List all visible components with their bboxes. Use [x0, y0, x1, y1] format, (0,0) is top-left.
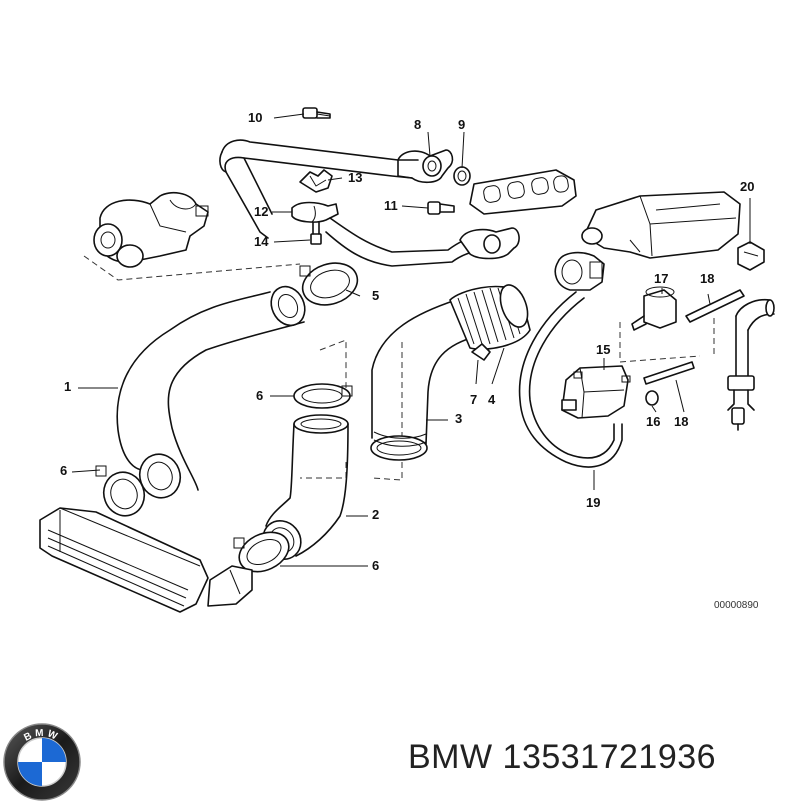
callout-4: 4: [488, 392, 496, 407]
callout-18-upper: 18: [700, 271, 715, 286]
callout-7: 7: [470, 392, 478, 407]
vacuum-hose-19: [518, 291, 623, 468]
callout-10: 10: [248, 110, 263, 125]
callout-18-lower: 18: [674, 414, 689, 429]
grommet-16: [645, 390, 659, 406]
callout-6-middle: 6: [256, 388, 264, 403]
clamp-6-upper: [95, 465, 146, 517]
upper-oil-pipe: [219, 107, 471, 239]
callout-15: 15: [596, 342, 611, 357]
logo-letters: BMW: [22, 728, 58, 744]
clamp-5: [299, 262, 359, 306]
callout-16: 16: [646, 414, 661, 429]
part-title: BMW 13531721936: [408, 738, 716, 777]
callout-5: 5: [372, 288, 380, 303]
coupler-4: [449, 284, 531, 350]
svg-text:BMW: BMW: [22, 728, 61, 744]
callout-14: 14: [254, 234, 269, 249]
bracket-12: [291, 201, 339, 223]
boost-hose-1: [116, 285, 306, 499]
brand-name: BMW: [408, 738, 493, 776]
manifold-gasket: [469, 169, 577, 215]
callout-1: 1: [64, 379, 72, 394]
intercooler: [39, 507, 253, 613]
callout-2: 2: [372, 507, 380, 522]
bolt-14: [310, 221, 322, 245]
lower-oil-pipe: [325, 217, 520, 267]
callout-13: 13: [348, 170, 363, 185]
filter-17: [631, 286, 677, 331]
intake-manifold: [581, 191, 741, 259]
callout-3: 3: [455, 411, 463, 426]
callout-20: 20: [740, 179, 755, 194]
callout-9: 9: [458, 117, 466, 132]
callout-6-upper: 6: [60, 463, 68, 478]
bmw-logo: BMW: [3, 723, 81, 801]
clamp-6-lower: [233, 531, 290, 573]
clip-13: [299, 169, 333, 193]
boost-hose-3: [370, 299, 479, 461]
tube-18-upper: [685, 289, 745, 323]
vent-pipe: [727, 298, 775, 431]
callout-17: 17: [654, 271, 669, 286]
tube-18-lower: [643, 361, 695, 385]
callout-6-lower: 6: [372, 558, 380, 573]
callout-11: 11: [384, 198, 398, 213]
valve-15: [561, 365, 631, 419]
diagram-reference-code: 00000890: [714, 600, 759, 611]
callout-12: 12: [254, 204, 269, 219]
throttle-valve: [554, 251, 605, 291]
part-number: 13531721936: [502, 738, 717, 776]
turbocharger: [83, 191, 301, 281]
callout-8: 8: [414, 117, 422, 132]
callout-19: 19: [586, 495, 601, 510]
clip-7: [471, 343, 491, 361]
